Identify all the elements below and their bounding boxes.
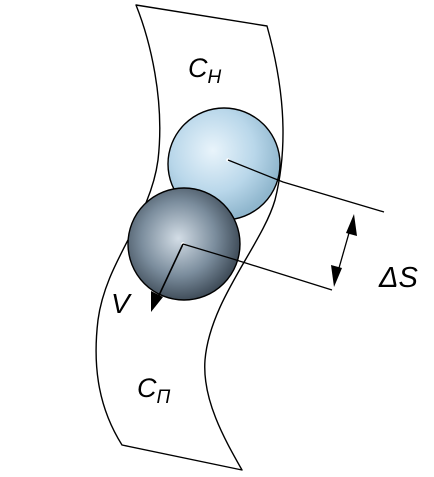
velocity-label: V — [111, 288, 132, 319]
displacement-label: ΔS — [378, 262, 418, 294]
region-lower-label: CП — [137, 373, 171, 408]
upper-extension-line — [227, 159, 385, 213]
lower-extension-line — [182, 243, 333, 291]
displacement-arrowhead-bottom — [331, 265, 342, 287]
displacement-arrowhead-top — [346, 214, 357, 236]
region-lower-sub: П — [157, 387, 171, 408]
region-lower-main: C — [137, 373, 157, 403]
region-upper-label: CH — [188, 53, 222, 88]
velocity-arrowhead — [151, 291, 163, 312]
region-upper-main: C — [188, 53, 208, 83]
region-upper-sub: H — [208, 67, 222, 88]
